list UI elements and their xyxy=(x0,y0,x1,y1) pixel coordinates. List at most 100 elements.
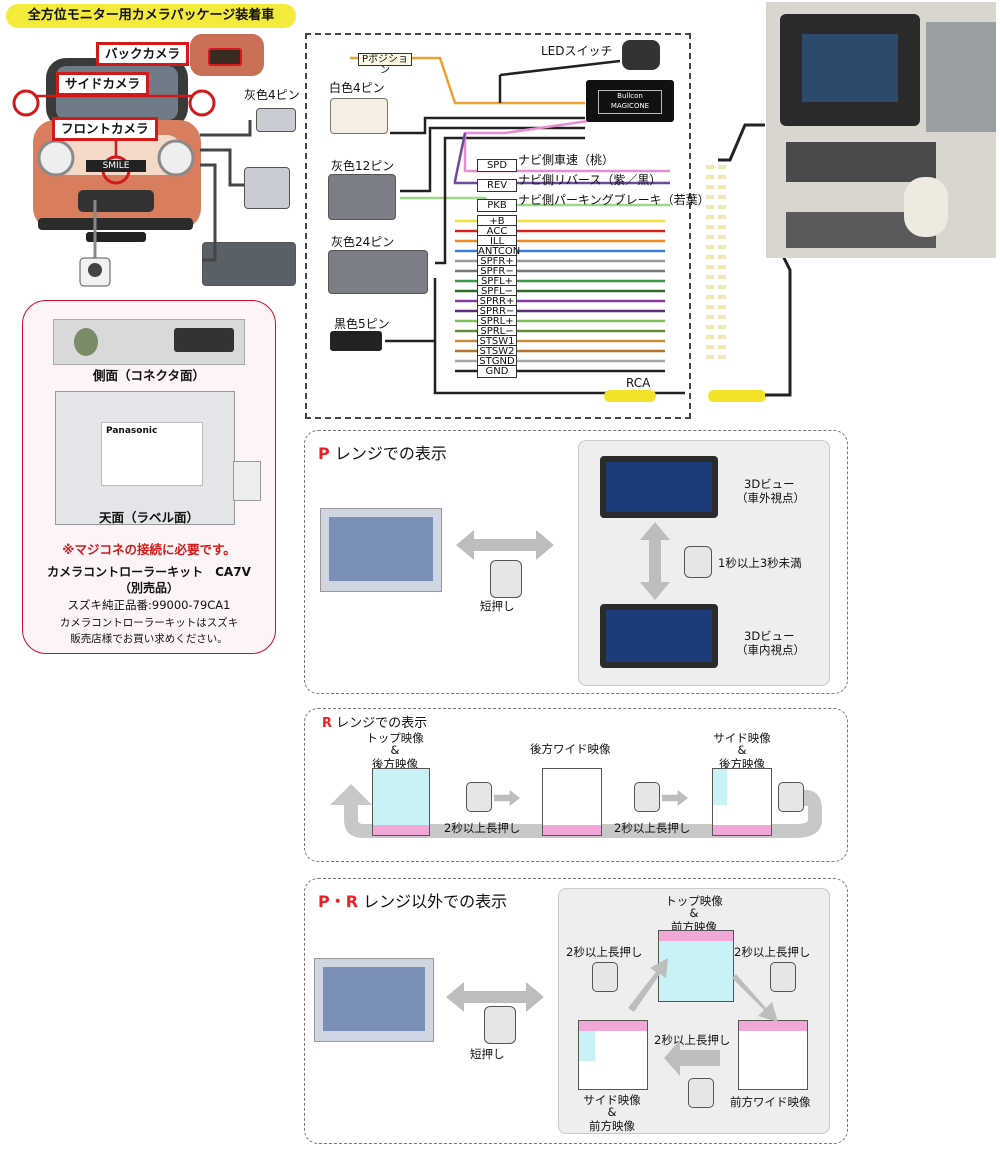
kit-top-label: 天面（ラベル面） xyxy=(98,510,199,525)
pr-switch-icon-3 xyxy=(688,1078,714,1108)
kit-note-line1: カメラコントローラーキットはスズキ xyxy=(59,617,239,629)
pin-tag: GND xyxy=(477,365,517,378)
gray-24pin-label: 灰色24ピン xyxy=(331,235,395,249)
black-5pin-label: 黒色5ピン xyxy=(334,317,390,331)
3d-outside-sub: （車外視点） xyxy=(736,491,805,505)
gray-4pin-connector xyxy=(256,108,296,132)
pr-top-line1: トップ映像 xyxy=(665,894,723,908)
pr-other-heading-rest: レンジ以外での表示 xyxy=(363,892,508,911)
kit-part-number: スズキ純正品番:99000-79CA1 xyxy=(67,598,231,612)
kit-plug xyxy=(233,461,261,501)
black-5pin-connector xyxy=(330,331,382,351)
car-badge: SMILE xyxy=(86,160,146,172)
kit-sold-separately: （別売品） xyxy=(118,581,179,595)
front-camera-module xyxy=(79,200,111,287)
wiring-diagram xyxy=(305,33,691,419)
white-4pin-label: 白色4ピン xyxy=(329,81,385,95)
r-view2-screen xyxy=(542,768,602,836)
r-view3-line3: 後方映像 xyxy=(719,757,765,771)
pr-wide-screen xyxy=(738,1020,808,1090)
pr-top-line2: & xyxy=(689,906,699,920)
r-range-heading-rest: レンジでの表示 xyxy=(336,716,428,731)
pr-other-heading-prefix: P・R xyxy=(318,892,359,911)
pr-top-screen xyxy=(658,930,734,1002)
kit-note-line2: 販売店様でお買い求めください。 xyxy=(70,633,228,645)
r-view2-label: 後方ワイド映像 xyxy=(530,742,611,756)
led-switch-label: LEDスイッチ xyxy=(541,44,613,58)
pr-other-section xyxy=(304,878,848,1144)
r-switch-icon-3 xyxy=(778,782,804,812)
pin-tag: STSW1 xyxy=(477,335,517,348)
panasonic-logo: Panasonic xyxy=(106,426,158,436)
pr-switch-icon-2 xyxy=(770,962,796,992)
r-long-press-label-1: 2秒以上長押し xyxy=(444,821,521,835)
switch-hold-icon xyxy=(684,546,712,578)
p-position-tag: Pポジション xyxy=(358,53,412,76)
double-arrow xyxy=(456,530,554,560)
gray-24pin-car-connector xyxy=(202,242,296,286)
kit-name: カメラコントローラーキット CA7V xyxy=(47,565,251,579)
kit-side-label: 側面（コネクタ面） xyxy=(92,368,205,383)
pin-tag: SPD xyxy=(477,159,517,172)
r-range-heading: R レンジでの表示 xyxy=(322,712,427,731)
gray-12pin-connector xyxy=(328,174,396,220)
nav-map-screen xyxy=(320,508,442,592)
dashboard-photo xyxy=(766,2,996,258)
pr-other-heading: P・R レンジ以外での表示 xyxy=(318,888,507,912)
r-view1-line1: トップ映像 xyxy=(366,731,424,745)
r-view3-line2: & xyxy=(737,743,747,757)
page-title: 全方位モニター用カメラパッケージ装着車 xyxy=(6,4,296,28)
unit-brand: Bullcon xyxy=(617,92,643,100)
r-view3-line1: サイド映像 xyxy=(713,731,771,745)
p-short-press-label: 短押し xyxy=(480,599,515,613)
rca-plug xyxy=(604,390,656,402)
gray-24pin-connector xyxy=(328,250,428,294)
back-camera-image xyxy=(190,34,264,76)
gray-12pin-label: 灰色12ピン xyxy=(331,159,395,173)
unit-name: MAGICONE xyxy=(610,102,650,110)
vertical-double-arrow xyxy=(640,522,670,600)
p-range-heading: P レンジでの表示 xyxy=(318,440,447,464)
back-camera-label: バックカメラ xyxy=(96,42,190,66)
pr-side-line2: & xyxy=(607,1105,617,1119)
switch-press-icon xyxy=(490,560,522,598)
3d-outside-screen xyxy=(600,456,718,518)
p-range-heading-rest: レンジでの表示 xyxy=(334,444,447,463)
nav-speed-label: ナビ側車速（桃） xyxy=(518,153,615,167)
rca-label: RCA xyxy=(626,376,651,390)
r-range-heading-prefix: R xyxy=(322,716,333,731)
camera-controller-kit-panel: 側面（コネクタ面） Panasonic 天面（ラベル面） ※マジコネの接続に必要… xyxy=(22,300,276,654)
pin-tag: ANTCON xyxy=(477,245,521,258)
r-long-press-label-2: 2秒以上長押し xyxy=(614,821,691,835)
r-view3-screen xyxy=(712,768,772,836)
pr-long-press-label-3: 2秒以上長押し xyxy=(654,1033,731,1047)
pin-tag: PKB xyxy=(477,199,517,212)
side-camera-label: サイドカメラ xyxy=(56,72,150,96)
3d-outside-label: 3Dビュー xyxy=(744,477,795,491)
p-hold-time-label: 1秒以上3秒未満 xyxy=(718,556,802,570)
pr-cycle-arrows xyxy=(628,958,778,1076)
pr-short-press-label: 短押し xyxy=(470,1047,505,1061)
p-range-section xyxy=(304,430,848,694)
kit-connector-side xyxy=(53,319,245,365)
pr-long-press-label-2: 2秒以上長押し xyxy=(734,945,811,959)
led-switch-icon xyxy=(622,40,660,70)
r-view1-screen xyxy=(372,768,430,836)
r-switch-icon-1 xyxy=(466,782,492,812)
front-camera-label: フロントカメラ xyxy=(52,117,158,141)
r-range-loop-arrow xyxy=(330,784,822,838)
r-range-section xyxy=(304,708,848,862)
pr-nav-map-screen xyxy=(314,958,434,1042)
pr-switch-icon-1 xyxy=(592,962,618,992)
magicone-unit: Bullcon MAGICONE xyxy=(586,80,674,122)
pr-side-screen xyxy=(578,1020,648,1090)
wiring-lines xyxy=(350,56,685,395)
nav-reverse-label: ナビ側リバース（紫／黒） xyxy=(518,173,662,187)
3d-inside-sub: （車内視点） xyxy=(736,643,805,657)
gray-4pin-label: 灰色4ピン xyxy=(244,88,300,102)
rca-plug-car xyxy=(708,390,766,402)
pr-long-press-label-1: 2秒以上長押し xyxy=(566,945,643,959)
car-harness-lines xyxy=(200,120,252,262)
3d-inside-screen xyxy=(600,604,718,668)
3d-inside-label: 3Dビュー xyxy=(744,629,795,643)
